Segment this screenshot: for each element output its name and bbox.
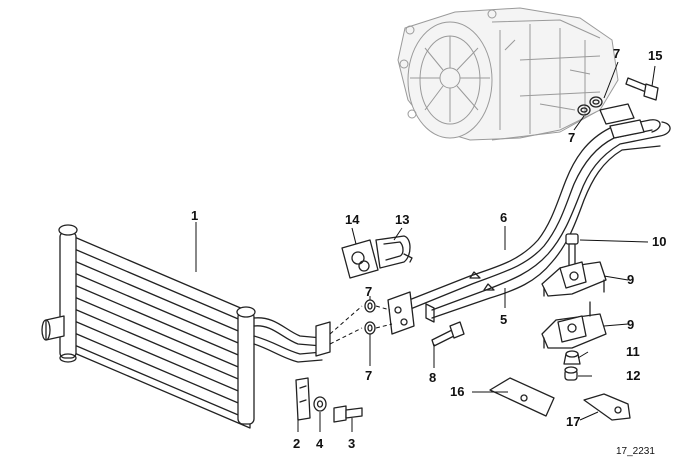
cooler-hose-ends bbox=[253, 317, 331, 363]
bracket-17 bbox=[583, 393, 631, 421]
bracket-9-upper bbox=[541, 261, 607, 297]
bracket-9-lower bbox=[541, 301, 607, 349]
callout-3: 3 bbox=[348, 436, 355, 451]
callout-8: 8 bbox=[429, 370, 436, 385]
bracket-2 bbox=[295, 377, 311, 421]
bolt-8 bbox=[431, 321, 465, 347]
leader-lines bbox=[195, 61, 656, 432]
callout-5: 5 bbox=[500, 312, 507, 327]
callout-1: 1 bbox=[191, 208, 198, 223]
bolt-10 bbox=[565, 233, 579, 267]
callout-7-top-right: 7 bbox=[613, 46, 620, 61]
callout-9-upper: 9 bbox=[627, 272, 634, 287]
transmission-housing bbox=[397, 7, 619, 141]
bolt-15 bbox=[625, 77, 659, 101]
pipe-flange bbox=[387, 291, 415, 335]
callout-7-lower-left: 7 bbox=[365, 368, 372, 383]
callout-7-upper-left: 7 bbox=[365, 284, 372, 299]
callout-10: 10 bbox=[652, 234, 666, 249]
callout-4: 4 bbox=[316, 436, 324, 451]
callout-6: 6 bbox=[500, 210, 507, 225]
callout-16: 16 bbox=[450, 384, 464, 399]
grommet-11 bbox=[563, 350, 581, 365]
alignment-lines bbox=[329, 305, 393, 345]
oil-pipes bbox=[403, 103, 671, 323]
bolt-3 bbox=[333, 405, 363, 423]
bushing-12 bbox=[564, 366, 578, 381]
oil-cooler bbox=[41, 224, 256, 429]
callout-2: 2 bbox=[293, 436, 300, 451]
callout-12: 12 bbox=[626, 368, 640, 383]
reference-code: 17_2231 bbox=[616, 446, 655, 457]
callout-9-lower: 9 bbox=[627, 317, 634, 332]
bracket-16 bbox=[489, 377, 555, 417]
callout-labels: 1 2 3 4 5 6 7 7 7 7 8 9 9 10 11 12 13 14… bbox=[191, 46, 666, 457]
callout-14: 14 bbox=[345, 212, 360, 227]
pipe-clamp bbox=[341, 235, 413, 279]
callout-17: 17 bbox=[566, 414, 580, 429]
callout-7-right: 7 bbox=[568, 130, 575, 145]
callout-15: 15 bbox=[648, 48, 662, 63]
washer-4 bbox=[313, 396, 327, 412]
callout-11: 11 bbox=[626, 344, 640, 359]
callout-13: 13 bbox=[395, 212, 409, 227]
o-rings bbox=[364, 96, 603, 335]
